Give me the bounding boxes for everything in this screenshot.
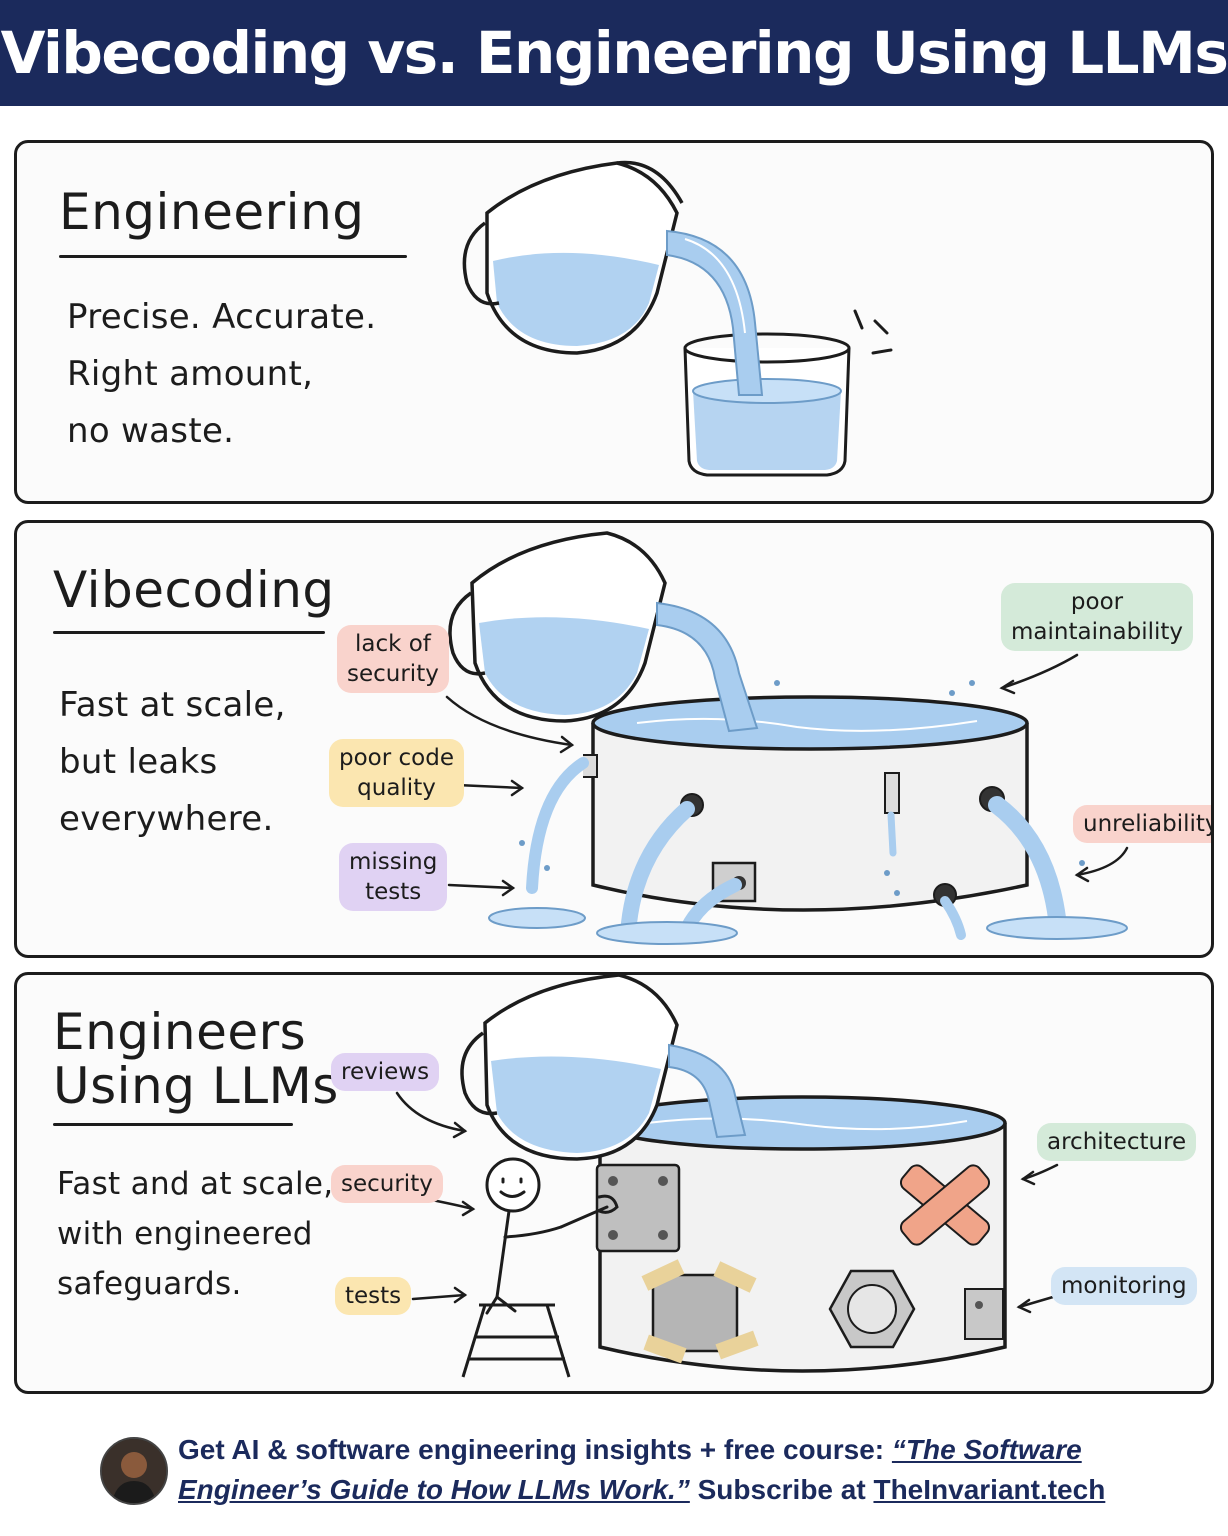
engineering-title-underline bbox=[59, 255, 407, 258]
engineers-desc-line-2: with engineered bbox=[57, 1216, 313, 1252]
vibecoding-desc-line-3: everywhere. bbox=[59, 799, 274, 839]
header-banner: Vibecoding vs. Engineering Using LLMs bbox=[0, 0, 1228, 106]
engineers-title: Engineers Using LLMs bbox=[53, 1005, 339, 1113]
site-link[interactable]: TheInvariant.tech bbox=[873, 1474, 1106, 1505]
tag-monitoring: monitoring bbox=[1051, 1267, 1197, 1305]
course-link[interactable]: “The Software Engineer’s Guide to How LL… bbox=[178, 1434, 1082, 1505]
vibecoding-desc-line-1: Fast at scale, bbox=[59, 685, 286, 725]
engineers-desc-line-1: Fast and at scale, bbox=[57, 1166, 334, 1202]
tag-reviews: reviews bbox=[331, 1053, 440, 1091]
engineering-illustration bbox=[462, 160, 893, 477]
engineering-desc-line-2: Right amount, bbox=[67, 354, 314, 394]
vibecoding-illustration bbox=[445, 531, 1129, 945]
tag-poor-code-quality: poor code quality bbox=[329, 739, 464, 807]
engineers-description: Fast and at scale, with engineered safeg… bbox=[57, 1159, 333, 1309]
vibecoding-description: Fast at scale, but leaks everywhere. bbox=[59, 677, 286, 848]
author-avatar bbox=[100, 1437, 168, 1505]
tag-architecture: architecture bbox=[1037, 1123, 1197, 1161]
tag-security: security bbox=[331, 1165, 443, 1203]
vibecoding-desc-line-2: but leaks bbox=[59, 742, 218, 782]
engineering-title: Engineering bbox=[59, 183, 365, 241]
page-title: Vibecoding vs. Engineering Using LLMs bbox=[0, 19, 1228, 87]
engineers-title-underline bbox=[53, 1123, 293, 1126]
tag-lack-of-security: lack of security bbox=[337, 625, 449, 693]
engineering-description: Precise. Accurate. Right amount, no wast… bbox=[67, 289, 376, 460]
engineers-title-line-2: Using LLMs bbox=[53, 1057, 339, 1115]
engineers-desc-line-3: safeguards. bbox=[57, 1266, 242, 1302]
footer-cta: Get AI & software engineering insights +… bbox=[178, 1430, 1178, 1510]
engineering-panel: Engineering Precise. Accurate. Right amo… bbox=[14, 140, 1214, 504]
tag-unreliability: unreliability bbox=[1073, 805, 1211, 843]
vibecoding-title-underline bbox=[53, 631, 325, 634]
engineering-desc-line-1: Precise. Accurate. bbox=[67, 297, 377, 337]
vibecoding-title: Vibecoding bbox=[53, 561, 335, 619]
footer-subscribe: Subscribe at bbox=[689, 1474, 874, 1505]
engineers-illustration bbox=[395, 975, 1059, 1378]
tag-missing-tests: missing tests bbox=[339, 843, 448, 911]
tag-poor-maintainability: poor maintainability bbox=[1001, 583, 1194, 651]
engineers-using-llms-panel: Engineers Using LLMs Fast and at scale, … bbox=[14, 972, 1214, 1394]
tag-tests: tests bbox=[335, 1277, 412, 1315]
vibecoding-panel: Vibecoding Fast at scale, but leaks ever… bbox=[14, 520, 1214, 958]
avatar-illustration bbox=[102, 1439, 166, 1503]
footer-lead: Get AI & software engineering insights +… bbox=[178, 1434, 892, 1465]
engineering-desc-line-3: no waste. bbox=[67, 411, 235, 451]
engineers-title-line-1: Engineers bbox=[53, 1003, 307, 1061]
